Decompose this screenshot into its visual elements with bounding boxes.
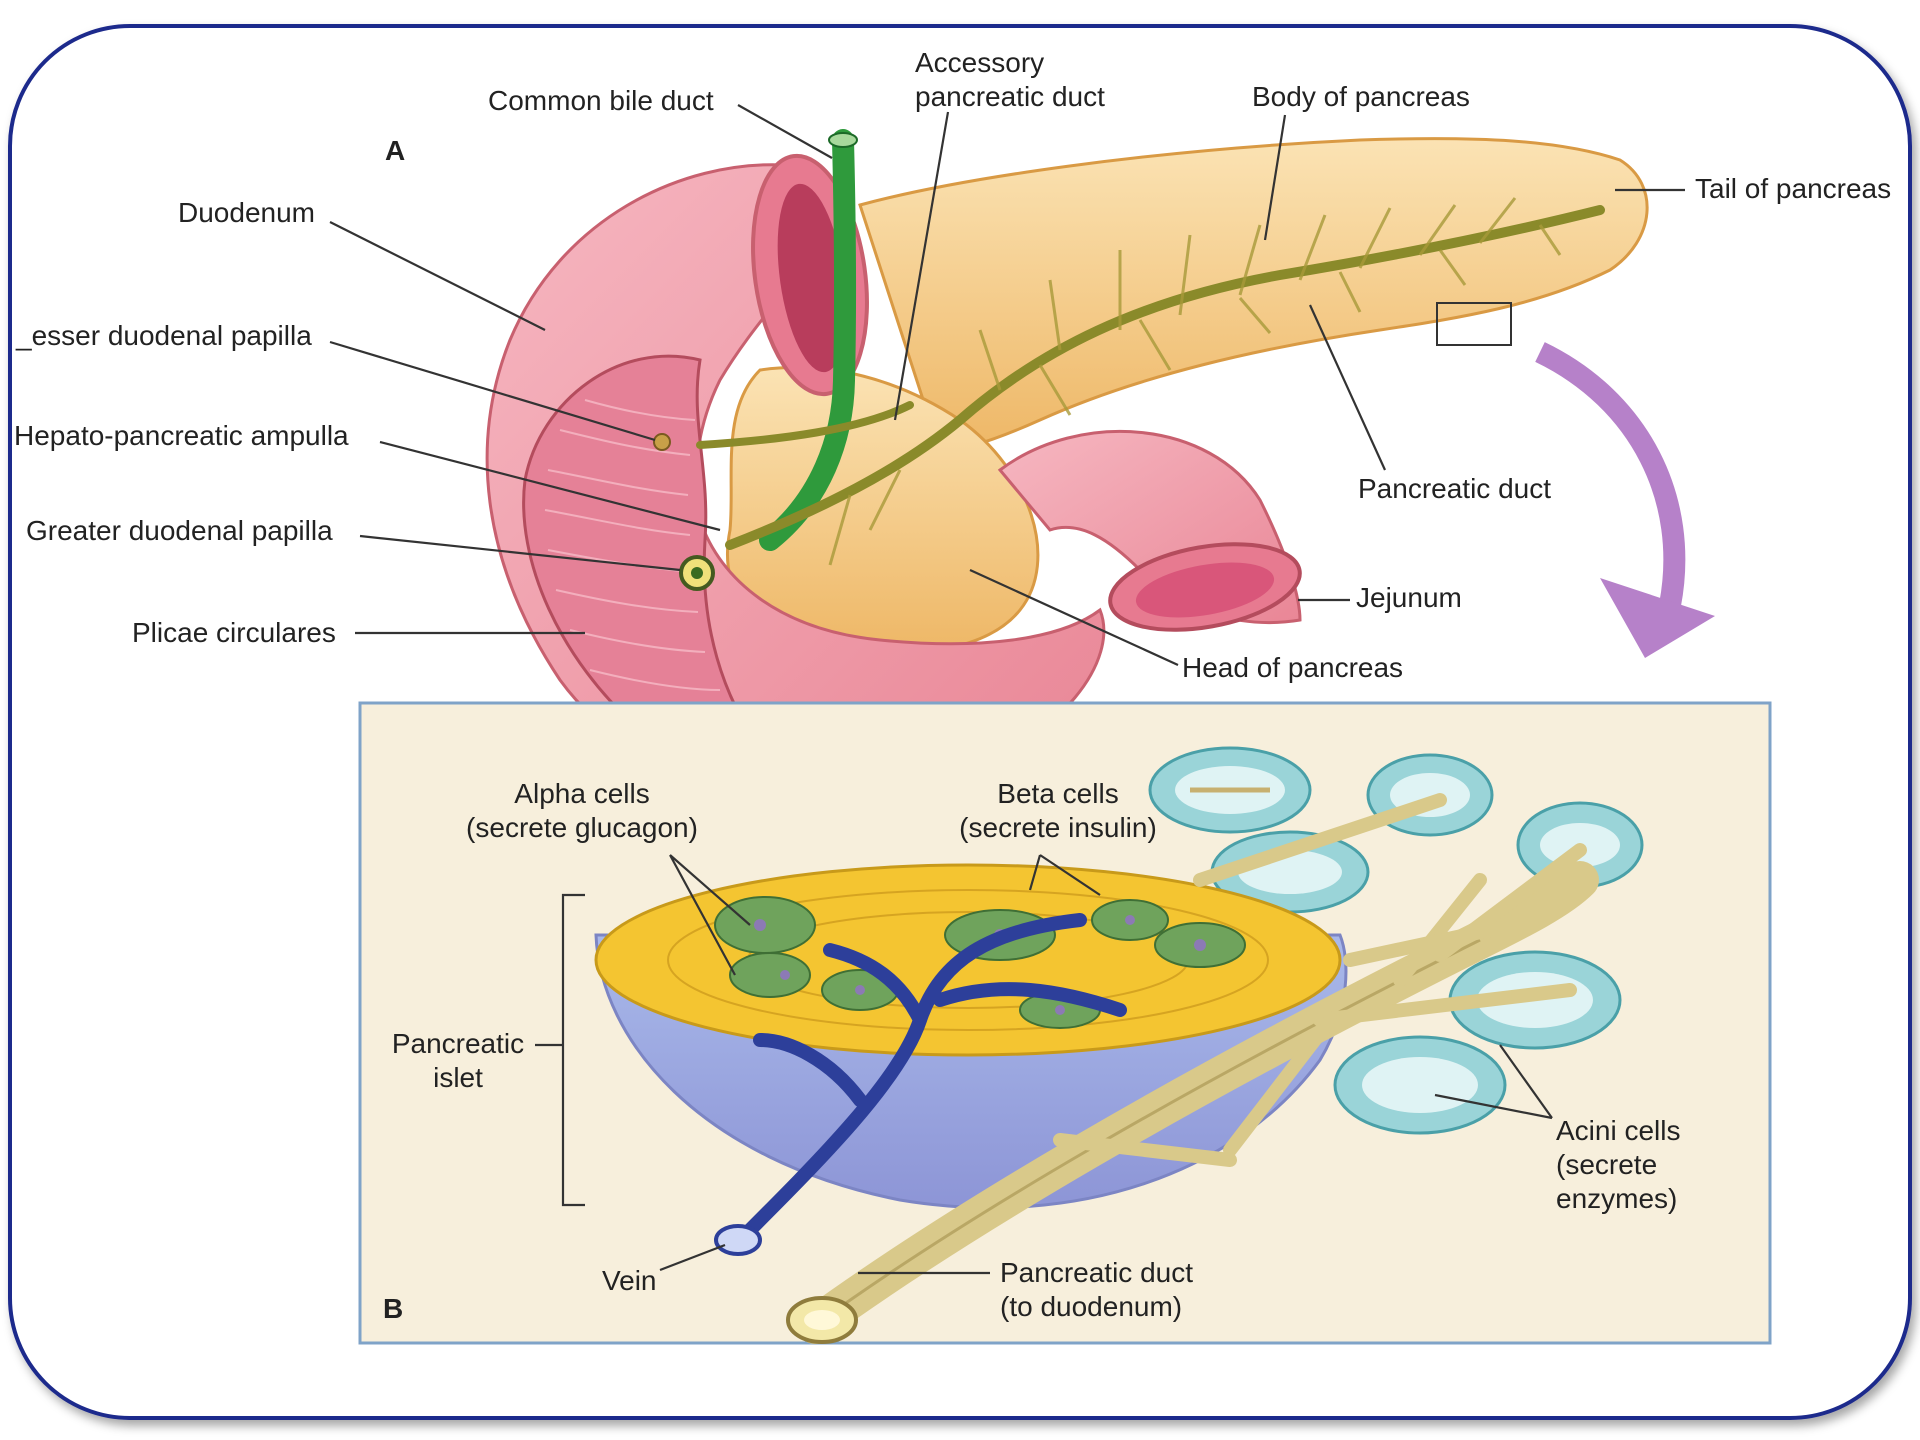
- label-tail-of-pancreas: Tail of pancreas: [1695, 173, 1891, 204]
- label-alpha-line2: (secrete glucagon): [466, 812, 698, 843]
- label-duct-b-line1: Pancreatic duct: [1000, 1257, 1193, 1288]
- label-acini-line2: (secrete: [1556, 1149, 1657, 1180]
- label-beta-line1: Beta cells: [997, 778, 1118, 809]
- label-accessory-duct-line1: Accessory: [915, 47, 1044, 78]
- label-accessory-duct-line2: pancreatic duct: [915, 81, 1105, 112]
- panel-a-letter: A: [385, 135, 405, 166]
- label-hepato-ampulla: Hepato-pancreatic ampulla: [14, 420, 349, 451]
- label-beta-line2: (secrete insulin): [959, 812, 1157, 843]
- label-duct-b-line2: (to duodenum): [1000, 1291, 1182, 1322]
- label-acini-line3: enzymes): [1556, 1183, 1677, 1214]
- lesser-papilla-dot: [654, 434, 670, 450]
- label-alpha-line1: Alpha cells: [514, 778, 649, 809]
- label-duodenum: Duodenum: [178, 197, 315, 228]
- label-common-bile-duct: Common bile duct: [488, 85, 714, 116]
- label-islet-line2: islet: [433, 1062, 483, 1093]
- label-pancreatic-duct: Pancreatic duct: [1358, 473, 1551, 504]
- label-body-of-pancreas: Body of pancreas: [1252, 81, 1470, 112]
- panel-b-letter: B: [383, 1293, 403, 1324]
- label-greater-papilla: Greater duodenal papilla: [26, 515, 333, 546]
- label-acini-line1: Acini cells: [1556, 1115, 1680, 1146]
- label-head-of-pancreas: Head of pancreas: [1182, 652, 1403, 683]
- label-lesser-papilla: _esser duodenal papilla: [15, 320, 312, 351]
- label-vein: Vein: [602, 1265, 657, 1296]
- label-jejunum: Jejunum: [1356, 582, 1462, 613]
- label-islet-line1: Pancreatic: [392, 1028, 524, 1059]
- label-plicae: Plicae circulares: [132, 617, 336, 648]
